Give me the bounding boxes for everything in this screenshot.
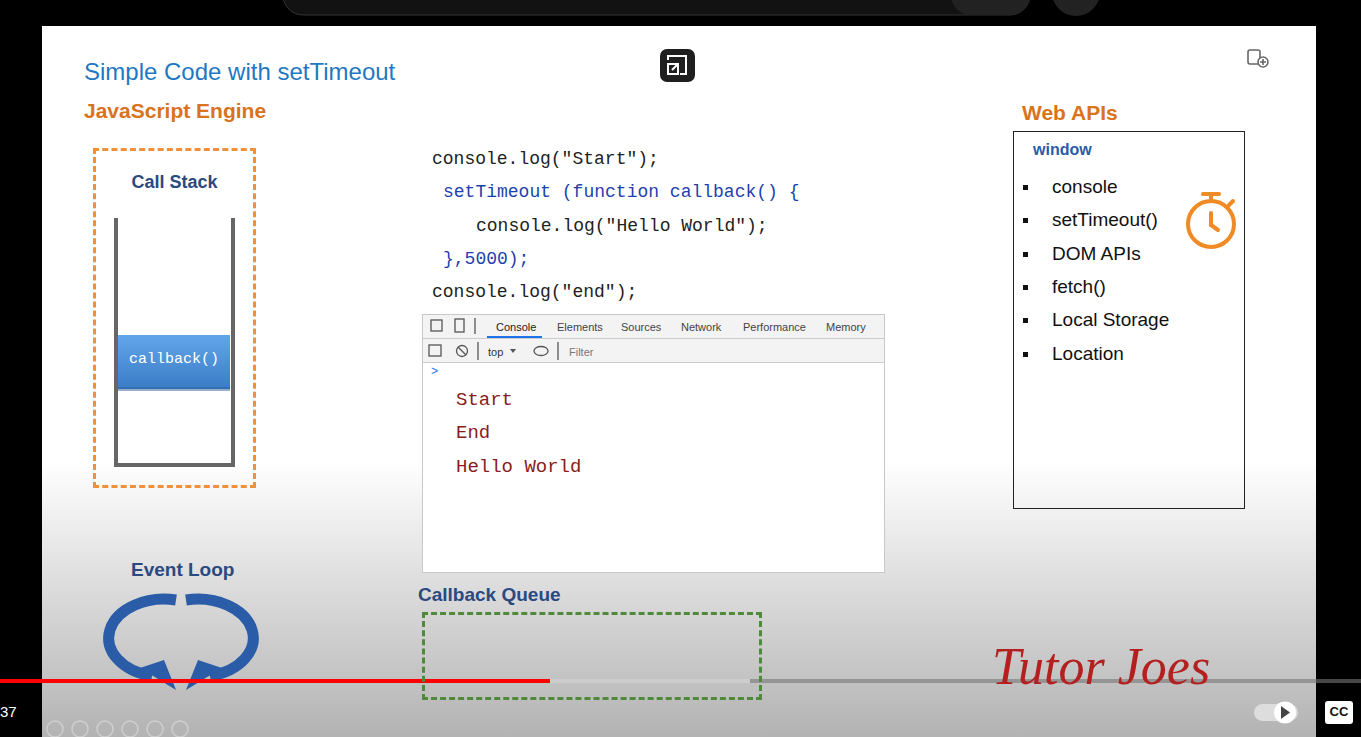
section-heading: Callback Queue (418, 584, 561, 607)
cc-button (1325, 701, 1353, 724)
devtools-tab: Sources (621, 321, 661, 334)
devtools-tab: Performance (743, 321, 806, 334)
section-heading: Web APIs (1022, 100, 1118, 125)
search-bar (283, 0, 1030, 15)
slide-title: Simple Code with setTimeout (84, 58, 395, 87)
cc-label: CC (1325, 704, 1353, 720)
node-box: JavaScript EngineCall Stack callback() (84, 98, 270, 490)
progress-played (0, 679, 550, 683)
devtools-tab: Memory (826, 321, 866, 334)
node-box: Console Elements Sources Network Performance… (422, 314, 885, 573)
bullets (1023, 185, 1028, 357)
code-line: console.log("Hello World"); (476, 216, 768, 238)
devtools-tab: Elements (557, 321, 603, 334)
event-loop-label: Event Loop (131, 559, 234, 582)
console-output: Hello World (456, 456, 581, 479)
progress-buffer (550, 679, 750, 683)
devtools-icons (429, 318, 558, 360)
code-line: console.log("end"); (432, 282, 637, 304)
api-item: setTimeout() (1052, 209, 1158, 232)
watermark: Tutor Joes (992, 636, 1210, 698)
node-box: callback() (118, 335, 234, 389)
frame-outline (93, 148, 256, 488)
section-heading: JavaScript Engine (84, 98, 266, 123)
api-item: console (1052, 176, 1118, 199)
fullscreen-icon (660, 49, 695, 82)
stack-heading: Call Stack (93, 172, 256, 194)
code-line: setTimeout (function callback() { (443, 182, 799, 204)
code-line: },5000); (443, 249, 529, 271)
search-button (951, 0, 1030, 15)
callback-frame (118, 335, 230, 389)
node-box: Callback Queue (418, 584, 763, 702)
api-item: Location (1052, 343, 1124, 366)
stack-container (116, 218, 233, 465)
stack-frame-label: callback() (118, 351, 230, 369)
object-name: window (1033, 140, 1092, 159)
console-prompt: > (431, 365, 438, 379)
console-output: End (456, 422, 490, 445)
filter-input: Filter (569, 346, 593, 359)
devtools-tab: Console (496, 321, 536, 334)
mic-button (1052, 0, 1100, 16)
copy-icon (1248, 50, 1268, 67)
api-item: fetch() (1052, 276, 1106, 299)
devtools-tab: Network (681, 321, 721, 334)
slide (42, 26, 1316, 737)
api-item: Local Storage (1052, 309, 1169, 332)
code-line: console.log("Start"); (432, 149, 659, 171)
console-panel-bg (422, 314, 885, 573)
event-loop-icon (109, 599, 254, 676)
context-select: top (488, 346, 503, 359)
time-display: 37 (0, 703, 17, 721)
api-item: DOM APIs (1052, 243, 1141, 266)
timer-icon (1188, 194, 1234, 247)
node-box: Web APIs window console setTimeout() DOM API… (1013, 98, 1245, 509)
console-output: Start (456, 389, 513, 412)
frame-outline (422, 612, 762, 700)
